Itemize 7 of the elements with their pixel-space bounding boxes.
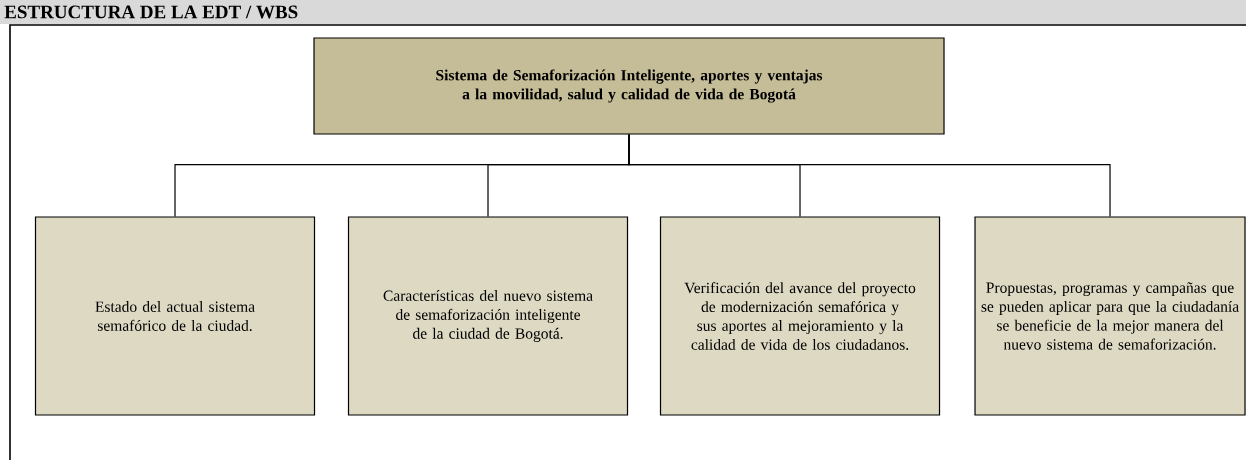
- task-box: Características del nuevo sistema de semaforización inteligente de la ciudad de Bogotá.: [347, 216, 629, 416]
- connector-line: [628, 134, 1111, 217]
- heading-band: ESTRUCTURA DE LA EDT / WBS: [0, 0, 1246, 24]
- task-box: Verificación del avance del proyecto de modernización semafórica y sus aportes al mejoramiento y la calidad de vida de los ciudadanos.: [659, 216, 941, 416]
- task-box: Propuestas, programas y campañas que se pueden aplicar para que la ciudadanía se beneficie de la mejor manera del nuevo sistema de semaforización.: [974, 216, 1246, 416]
- task-box: Estado del actual sistema semafórico de la ciudad.: [34, 216, 316, 416]
- root-box: Sistema de Semaforización Inteligente, aportes y ventajas a la movilidad, salud y calidad de vida de Bogotá: [313, 37, 945, 135]
